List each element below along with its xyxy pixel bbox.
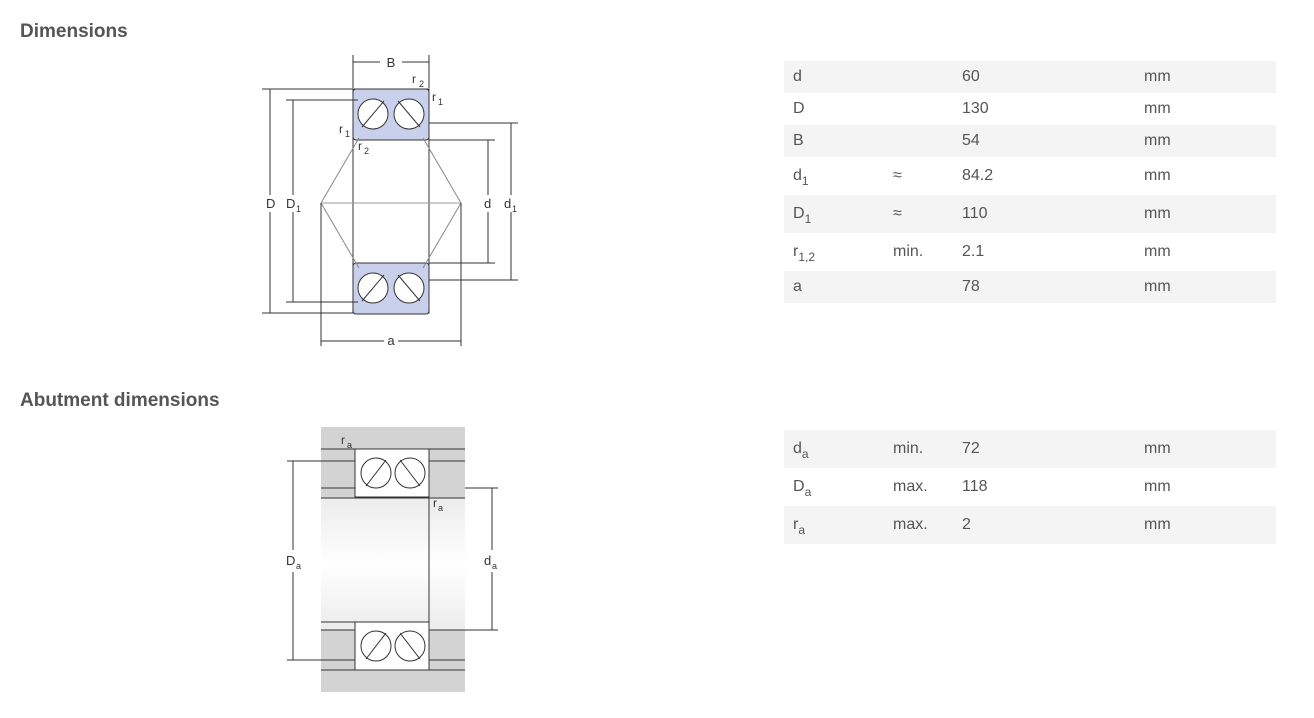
svg-text:a: a [347, 440, 352, 450]
parameter-qualifier [884, 93, 953, 125]
svg-text:1: 1 [345, 129, 350, 139]
parameter-qualifier: max. [893, 478, 928, 495]
parameter-unit: mm [1144, 100, 1171, 117]
parameter-value: 118 [962, 478, 988, 495]
svg-text:r: r [432, 90, 436, 104]
abutment-dimensions-drawing: r a r a D a d a [286, 427, 498, 692]
parameter-symbol: da [784, 430, 884, 468]
svg-text:a: a [438, 503, 443, 513]
table-row: d1 ≈84.2 mm [784, 157, 1276, 195]
parameter-value: 78 [953, 271, 1135, 303]
parameter-value: 54 [953, 125, 1135, 157]
parameter-value: 130 [962, 100, 989, 117]
bearing-dimensions-drawing: B r 2 r 1 r 1 r 2 D D 1 d d 1 a [262, 55, 518, 348]
svg-text:2: 2 [364, 146, 369, 156]
svg-text:d: d [484, 196, 491, 211]
svg-text:r: r [433, 496, 437, 510]
parameter-qualifier: min. [884, 430, 953, 468]
parameter-symbol: B [784, 125, 884, 157]
dimensions-heading: Dimensions [20, 21, 128, 42]
parameter-unit: mm [1135, 195, 1276, 233]
parameter-value: 110 [953, 195, 1135, 233]
svg-text:D: D [286, 553, 295, 568]
parameter-value: 60 [953, 61, 1135, 93]
svg-text:r: r [341, 433, 345, 447]
table-row: D 130 mm [784, 93, 1276, 125]
parameter-value: 84.2 [962, 167, 994, 184]
svg-text:r: r [412, 72, 416, 86]
svg-text:d: d [504, 196, 511, 211]
parameter-unit: mm [1144, 167, 1171, 184]
svg-text:2: 2 [419, 79, 424, 89]
parameter-value: 2.1 [962, 243, 985, 260]
svg-text:a: a [296, 561, 301, 571]
svg-text:1: 1 [512, 204, 517, 214]
parameter-qualifier: ≈ [884, 195, 953, 233]
svg-text:B: B [387, 55, 396, 70]
parameter-qualifier [884, 125, 953, 157]
parameter-value: 72 [953, 430, 1135, 468]
parameter-unit: mm [1135, 430, 1276, 468]
parameter-unit: mm [1144, 243, 1171, 260]
parameter-symbol: ra [784, 506, 884, 544]
parameter-value: 2 [953, 506, 1135, 544]
parameter-symbol: r1,2 [793, 243, 816, 264]
svg-text:a: a [492, 561, 497, 571]
svg-text:d: d [484, 553, 491, 568]
parameter-qualifier: max. [884, 506, 953, 544]
table-row: Da max. 118 mm [784, 468, 1276, 506]
svg-text:D: D [266, 196, 275, 211]
table-row: r1,2 min. 2.1 mm [784, 233, 1276, 271]
parameter-symbol: D1 [784, 195, 884, 233]
parameter-unit: mm [1135, 506, 1276, 544]
parameter-symbol: d1 [793, 167, 809, 188]
svg-text:D: D [286, 196, 295, 211]
svg-text:a: a [387, 333, 395, 348]
svg-text:r: r [358, 139, 362, 153]
parameter-unit: mm [1144, 478, 1171, 495]
parameter-unit: mm [1135, 125, 1276, 157]
parameter-qualifier: min. [893, 243, 924, 260]
parameter-qualifier [884, 271, 953, 303]
parameter-symbol: a [784, 271, 884, 303]
parameter-symbol: d [784, 61, 884, 93]
parameter-unit: mm [1135, 61, 1276, 93]
parameter-unit: mm [1135, 271, 1276, 303]
parameter-symbol: Da [793, 478, 812, 499]
svg-text:1: 1 [438, 97, 443, 107]
parameter-symbol: D [793, 100, 805, 117]
parameter-qualifier: ≈ [893, 167, 902, 184]
svg-text:r: r [339, 122, 343, 136]
abutment-dimensions-heading: Abutment dimensions [20, 390, 220, 411]
svg-text:1: 1 [296, 204, 301, 214]
parameter-qualifier [884, 61, 953, 93]
